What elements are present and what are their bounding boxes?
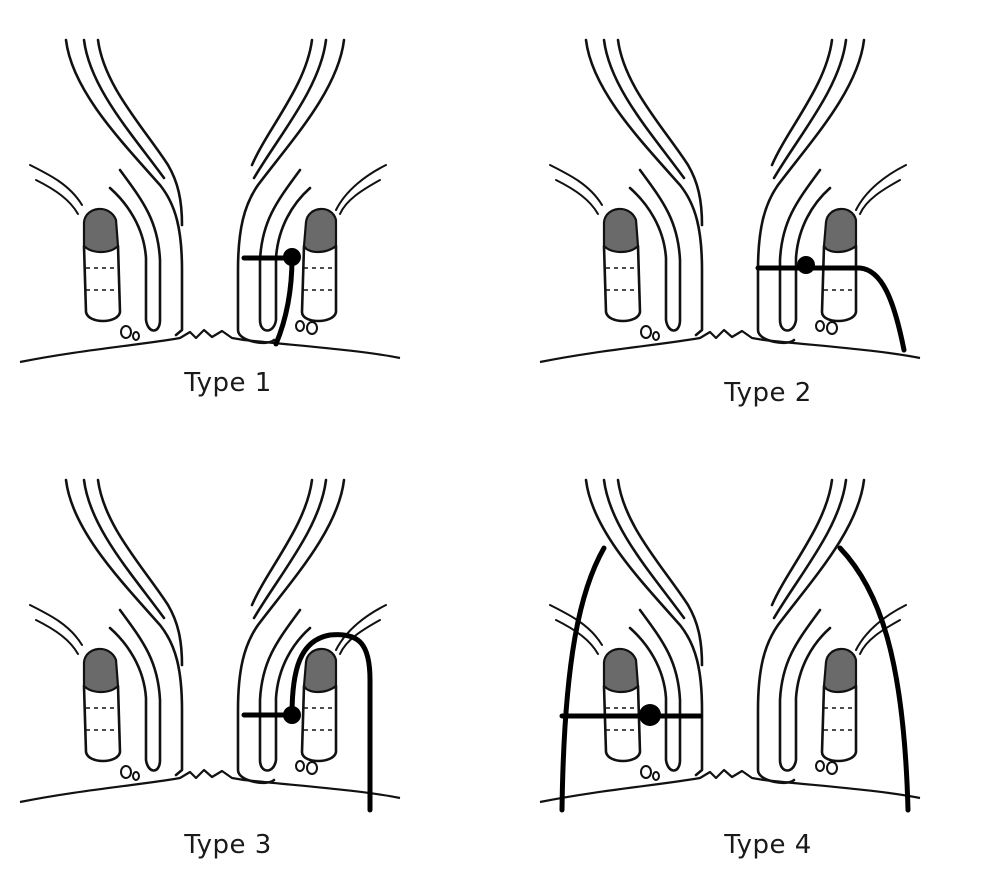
panel-caption: Type 2 — [520, 378, 992, 408]
panel-type-4: Type 4 — [520, 440, 992, 875]
internal-opening — [639, 704, 661, 726]
anorectal-diagram-type-4 — [520, 440, 992, 875]
panel-caption: Type 4 — [520, 830, 992, 860]
internal-opening — [283, 706, 301, 724]
panel-caption: Type 1 — [0, 368, 476, 398]
panel-type-3: Type 3 — [0, 440, 496, 875]
panel-type-2: Type 2 — [520, 0, 992, 435]
panel-type-1: Type 1 — [0, 0, 496, 435]
internal-opening — [797, 256, 815, 274]
anorectal-diagram-type-2 — [520, 0, 992, 435]
anorectal-diagram-type-3 — [0, 440, 496, 875]
internal-opening — [283, 248, 301, 266]
panel-caption: Type 3 — [0, 830, 476, 860]
